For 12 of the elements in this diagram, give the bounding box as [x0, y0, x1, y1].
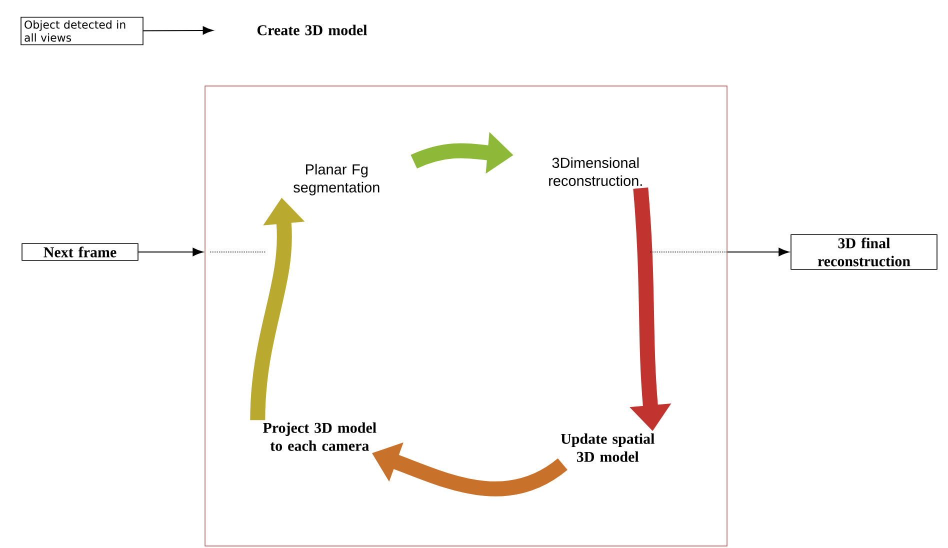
step-text: Update spatial 3D model	[560, 433, 654, 462]
arrow	[142, 26, 214, 35]
arrow	[138, 248, 204, 256]
arrow	[726, 248, 790, 256]
step-text: 3Dimensional reconstruction.	[549, 157, 642, 186]
process-box: 3D final reconstruction	[790, 234, 938, 270]
frame-box	[204, 86, 728, 546]
step-text: Project 3D model to each camera	[262, 422, 376, 451]
process-box: Next frame	[22, 243, 138, 261]
step-text: Create 3D model	[257, 24, 367, 36]
step-text: Planar Fg segmentation	[294, 164, 380, 196]
process-box: Object detected in all views	[20, 16, 144, 46]
